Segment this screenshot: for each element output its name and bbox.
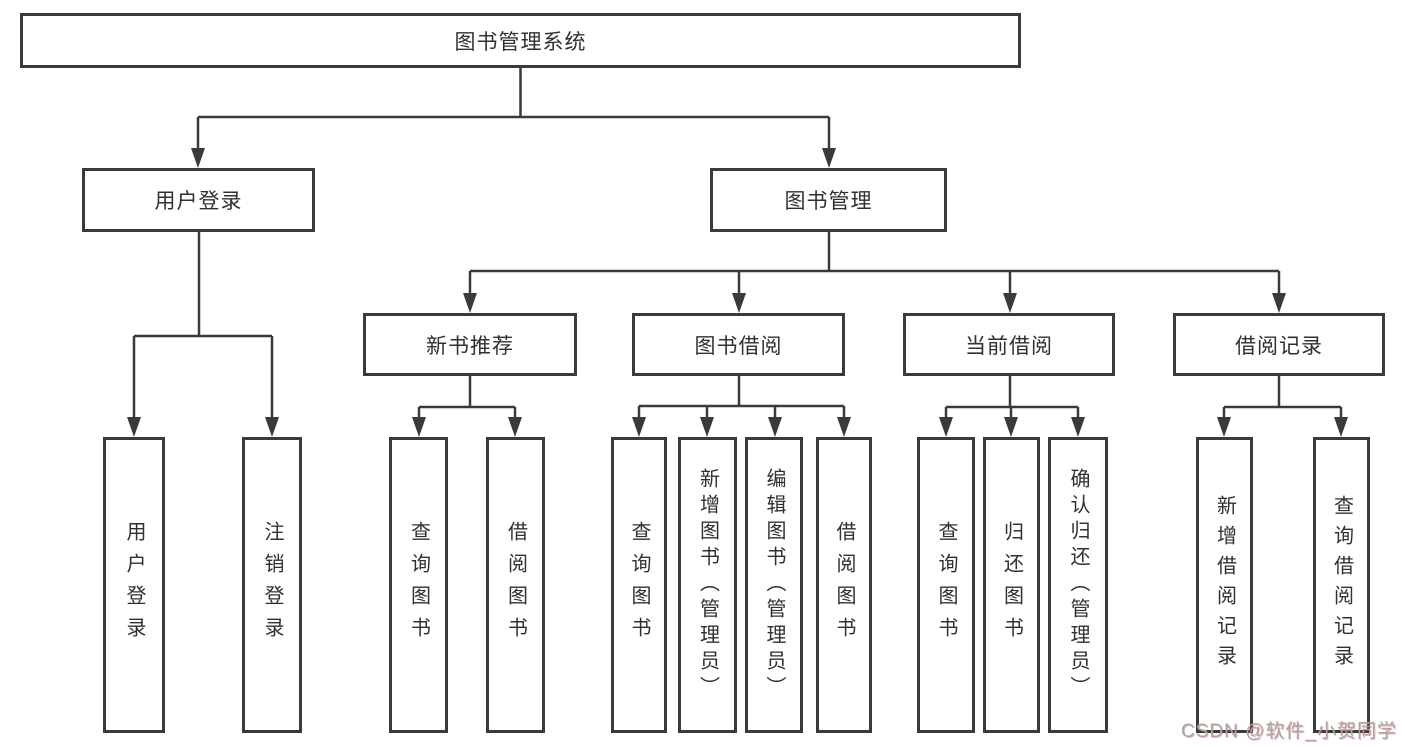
leaf-label: 归还图书 [1000, 521, 1023, 649]
node-label: 图书管理系统 [454, 30, 587, 54]
node-label: 用户登录 [154, 190, 243, 213]
leaf-label: 查询图书 [407, 521, 430, 649]
leaf-label: 查询图书 [935, 521, 957, 649]
leaf-return-books: 归还图书 [983, 437, 1040, 733]
node-label: 图书管理 [784, 190, 873, 213]
node-label: 图书借阅 [694, 334, 783, 358]
leaf-label: 确认归还（管理员） [1067, 468, 1089, 702]
leaf-label: 用户登录 [123, 521, 145, 649]
leaf-borrow-books-recommend: 借阅图书 [486, 437, 545, 733]
node-user-login: 用户登录 [82, 168, 315, 232]
node-library-management-system: 图书管理系统 [20, 13, 1021, 68]
leaf-query-books-borrow: 查询图书 [611, 437, 667, 733]
csdn-watermark: CSDN @软件_小贺同学 [1181, 721, 1397, 742]
node-book-borrowing: 图书借阅 [632, 313, 845, 376]
leaf-label: 编辑图书（管理员） [763, 468, 785, 702]
leaf-label: 查询图书 [628, 521, 650, 649]
leaf-query-books-current: 查询图书 [917, 437, 975, 733]
node-borrowing-records: 借阅记录 [1173, 313, 1385, 376]
leaf-add-books-admin: 新增图书（管理员） [678, 437, 737, 733]
leaf-edit-books-admin: 编辑图书（管理员） [745, 437, 803, 733]
leaf-borrow-books: 借阅图书 [816, 437, 872, 733]
leaf-label: 借阅图书 [504, 521, 527, 649]
tree-edges [132, 68, 1343, 420]
node-current-borrowing: 当前借阅 [903, 313, 1115, 376]
node-new-book-recommendation: 新书推荐 [363, 313, 577, 376]
node-label: 借阅记录 [1235, 334, 1323, 358]
leaf-logout: 注销登录 [242, 437, 302, 733]
leaf-add-borrow-record: 新增借阅记录 [1196, 437, 1253, 733]
node-book-management: 图书管理 [710, 168, 947, 232]
leaf-label: 新增图书（管理员） [696, 468, 719, 702]
node-label: 当前借阅 [965, 334, 1053, 358]
leaf-label: 注销登录 [261, 521, 283, 649]
leaf-user-login: 用户登录 [103, 437, 165, 733]
leaf-query-borrow-record: 查询借阅记录 [1313, 437, 1370, 733]
leaf-label: 查询借阅记录 [1330, 495, 1353, 675]
leaf-query-books-recommend: 查询图书 [389, 437, 448, 733]
node-label: 新书推荐 [426, 334, 514, 358]
leaf-label: 新增借阅记录 [1213, 495, 1236, 675]
leaf-confirm-return-admin: 确认归还（管理员） [1048, 437, 1108, 733]
leaf-label: 借阅图书 [833, 521, 855, 649]
